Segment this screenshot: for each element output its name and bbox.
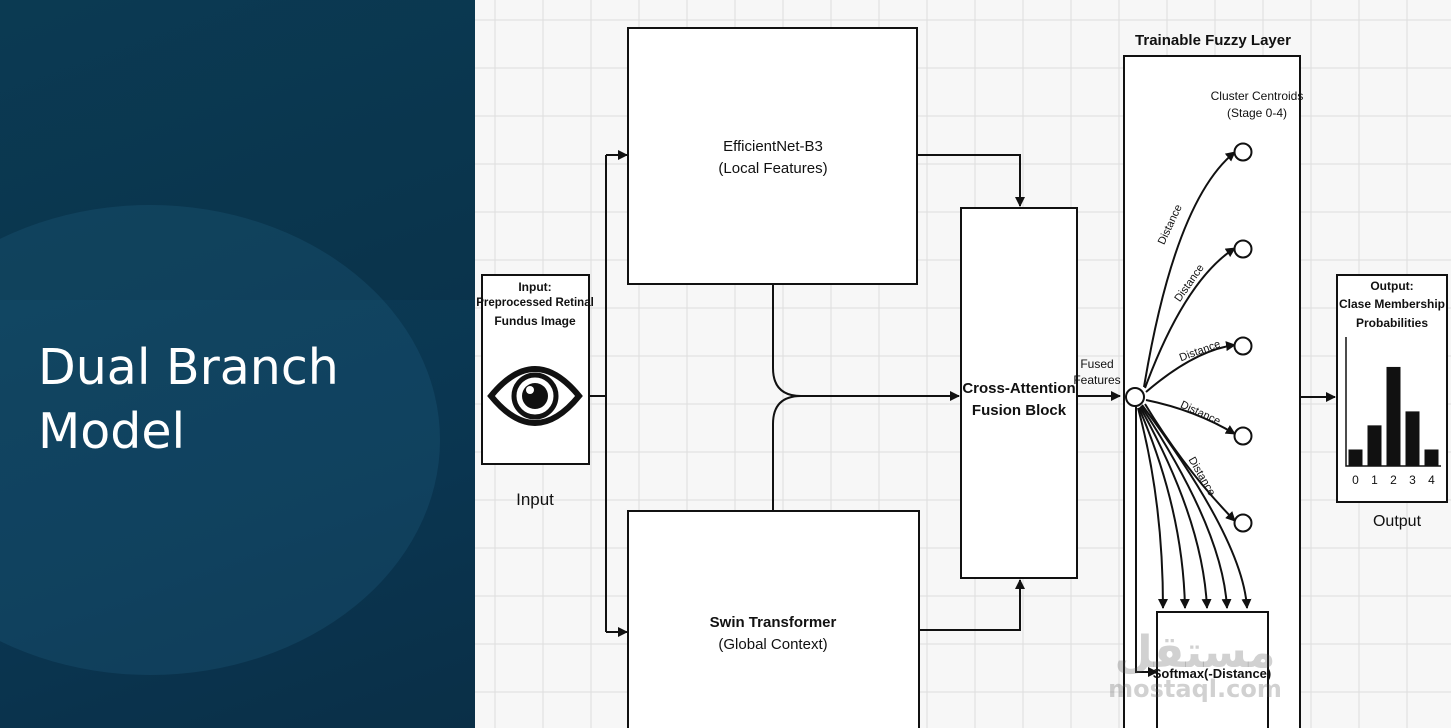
- centroid-1: [1233, 239, 1253, 259]
- panel-band: [0, 0, 475, 300]
- centroid-3: [1233, 426, 1253, 446]
- input-caption: Input: [516, 490, 554, 509]
- centroids-label-2: (Stage 0-4): [1227, 106, 1287, 120]
- diagram-canvas: Input: Preprocessed Retinal Fundus Image…: [475, 0, 1451, 728]
- fused-label-2: Features: [1073, 373, 1120, 387]
- efficientnet-box: EfficientNet-B3 (Local Features): [627, 27, 918, 285]
- fused-label-1: Fused: [1080, 357, 1113, 371]
- input-box: Input: Preprocessed Retinal Fundus Image: [476, 274, 594, 465]
- bar-tick-label: 3: [1409, 473, 1416, 487]
- bar-tick-label: 2: [1390, 473, 1397, 487]
- bar-tick-label: 1: [1371, 473, 1378, 487]
- output-title-3: Probabilities: [1356, 316, 1428, 330]
- architecture-diagram: Input: Preprocessed Retinal Fundus Image…: [475, 0, 1451, 728]
- probability-bar-0: [1348, 449, 1363, 466]
- cluster-centroids: [1233, 142, 1253, 533]
- centroid-4: [1233, 513, 1253, 533]
- slide-title-line2: Model: [38, 403, 186, 460]
- input-title-3: Fundus Image: [494, 314, 576, 328]
- centroids-label-1: Cluster Centroids: [1211, 89, 1304, 103]
- fusion-block-box: Cross-Attention Fusion Block: [960, 207, 1078, 579]
- input-title-1: Input:: [518, 280, 551, 294]
- swin-label-1: Swin Transformer: [710, 614, 837, 631]
- fusion-label-1: Cross-Attention: [962, 380, 1075, 397]
- input-title-2: Preprocessed Retinal: [476, 297, 594, 309]
- softmax-label: Softmax(-Distance): [1153, 666, 1271, 681]
- efficientnet-label-2: (Local Features): [718, 160, 827, 177]
- probability-bar-2: [1386, 366, 1401, 466]
- bar-tick-label: 4: [1428, 473, 1435, 487]
- bar-tick-label: 0: [1352, 473, 1359, 487]
- input-connectors: [589, 150, 628, 637]
- fuzzy-layer-title: Trainable Fuzzy Layer: [1135, 32, 1291, 49]
- efficientnet-label-1: EfficientNet-B3: [723, 138, 823, 155]
- centroid-0: [1233, 142, 1253, 162]
- branch-connectors: [772, 154, 1025, 631]
- swin-transformer-box: Swin Transformer (Global Context): [627, 510, 920, 728]
- watermark-logo: مستقل mostaql.com: [1095, 627, 1295, 703]
- centroid-2: [1233, 336, 1253, 356]
- fused-features: Fused Features: [1073, 357, 1121, 401]
- slide-title-line1: Dual Branch: [38, 339, 339, 396]
- swin-label-2: (Global Context): [718, 636, 827, 653]
- output-box: Output: Clase Membership Probabilities 0…: [1336, 274, 1448, 503]
- output-caption: Output: [1373, 513, 1422, 530]
- slide-title: Dual Branch Model: [38, 336, 458, 464]
- watermark-arabic: مستقل: [1114, 627, 1276, 678]
- eye-icon: [487, 366, 583, 426]
- output-title-1: Output:: [1370, 279, 1413, 293]
- softmax-arrows: [1135, 404, 1252, 677]
- probability-bar-4: [1424, 449, 1439, 466]
- distance-arrows: [1143, 151, 1236, 522]
- fusion-label-2: Fusion Block: [972, 402, 1067, 419]
- softmax-box: Softmax(-Distance): [1153, 611, 1271, 728]
- probability-bar-1: [1367, 425, 1382, 466]
- probability-bar-3: [1405, 411, 1420, 466]
- fused-node: [1125, 387, 1145, 407]
- title-panel: Dual Branch Model: [0, 0, 475, 728]
- watermark-latin: mostaql.com: [1108, 675, 1282, 703]
- output-title-2: Clase Membership: [1339, 297, 1445, 311]
